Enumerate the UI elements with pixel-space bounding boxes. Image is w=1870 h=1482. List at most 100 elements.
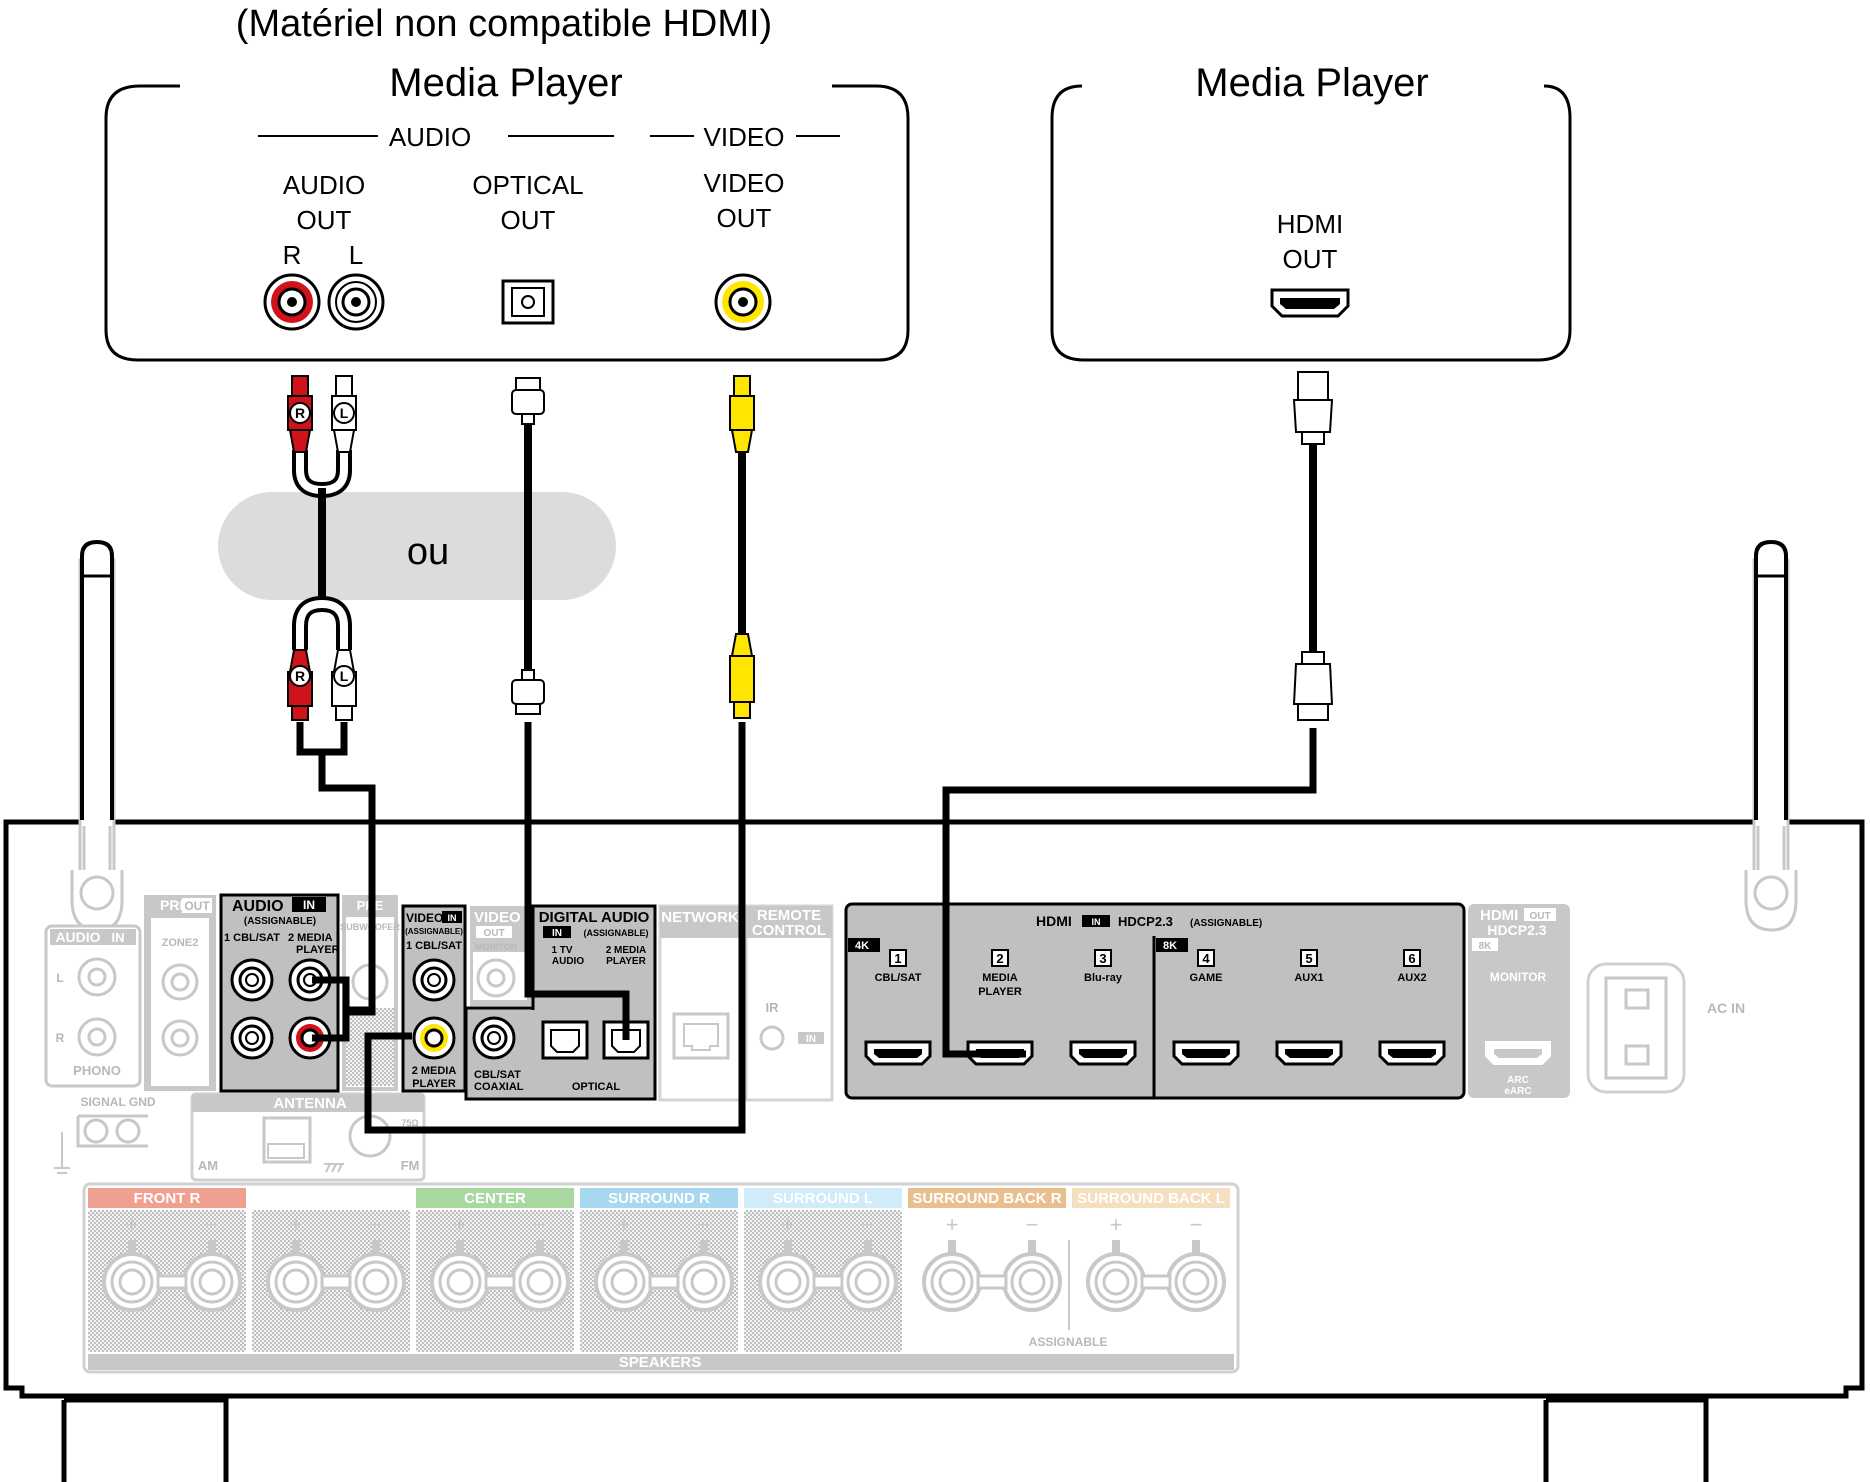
speaker-group: FRONT L+− — [252, 1188, 410, 1352]
svg-text:VIDEO: VIDEO — [406, 911, 443, 925]
optical-out-jack — [501, 279, 555, 325]
network-panel: NETWORK — [658, 904, 742, 1102]
svg-text:SPEAKERS: SPEAKERS — [619, 1354, 702, 1371]
hdmi-out-jack — [1270, 288, 1350, 318]
source-a-note: (Matériel non compatible HDMI) — [236, 3, 772, 45]
svg-text:IN: IN — [806, 1034, 816, 1045]
hdmi-in-port-4: 4 GAME — [1172, 949, 1240, 1066]
speaker-terminal-bridge — [812, 1274, 844, 1290]
coaxial-in-jack — [472, 1016, 516, 1060]
svg-text:SIGNAL GND: SIGNAL GND — [80, 1095, 155, 1109]
speaker-terminal-ring — [446, 1268, 474, 1296]
svg-text:MEDIA: MEDIA — [982, 972, 1018, 984]
hdmi-in-port-3: 3 Blu-ray — [1069, 949, 1137, 1066]
svg-text:PHONO: PHONO — [73, 1063, 121, 1078]
svg-text:8K: 8K — [1479, 941, 1493, 952]
svg-text:FM: FM — [401, 1158, 420, 1173]
speaker-terminal-ring — [774, 1268, 802, 1296]
hdmi-in-panel: HDMI IN HDCP2.3 (ASSIGNABLE) 4K 8K 1 CBL… — [844, 902, 1466, 1100]
svg-text:5: 5 — [1305, 951, 1312, 966]
speaker-minus-sign: − — [862, 1212, 875, 1237]
svg-text:(ASSIGNABLE): (ASSIGNABLE) — [405, 927, 463, 936]
audio-in-cbl-l-jack — [230, 958, 274, 1002]
svg-text:PLAYER: PLAYER — [606, 956, 646, 967]
svg-text:AUX1: AUX1 — [1294, 972, 1323, 984]
svg-text:R: R — [295, 405, 305, 421]
source-a-device: Media Player AUDIO VIDEO AUDIO OUT R L O… — [104, 61, 910, 362]
svg-text:2 MEDIA: 2 MEDIA — [606, 945, 647, 956]
svg-text:CONTROL: CONTROL — [752, 922, 826, 939]
source-b-title: Media Player — [1195, 61, 1428, 105]
remote-control-panel: REMOTE CONTROL IR IN — [744, 904, 834, 1102]
svg-text:4: 4 — [1202, 951, 1210, 966]
svg-text:COAXIAL: COAXIAL — [474, 1081, 524, 1093]
speaker-minus-sign: − — [534, 1212, 547, 1237]
svg-text:OUT: OUT — [184, 899, 210, 913]
optical-cable — [511, 377, 630, 1040]
svg-text:IN: IN — [552, 928, 562, 939]
svg-text:AC IN: AC IN — [1707, 1000, 1745, 1016]
speaker-plus-sign: + — [290, 1212, 303, 1237]
rca-plug-r-bottom: R — [287, 649, 313, 721]
audio-out-label-2: OUT — [297, 205, 352, 235]
svg-text:ZONE2: ZONE2 — [162, 937, 199, 949]
svg-text:REMOTE: REMOTE — [757, 907, 821, 924]
speaker-plus-sign: + — [1110, 1212, 1123, 1237]
speaker-plus-sign: + — [618, 1212, 631, 1237]
composite-video-cable — [364, 375, 755, 1134]
video-out-label: VIDEO — [704, 168, 785, 198]
svg-text:HDMI: HDMI — [1480, 907, 1518, 924]
svg-text:8K: 8K — [1163, 940, 1177, 952]
svg-text:(ASSIGNABLE): (ASSIGNABLE) — [244, 916, 316, 927]
channel-l-label: L — [349, 240, 363, 270]
speaker-group-label: FRONT R — [134, 1190, 201, 1207]
alternative-label: ou — [407, 531, 449, 573]
speaker-group-header — [1072, 1188, 1230, 1208]
svg-text:NETWORK: NETWORK — [661, 909, 739, 926]
svg-text:ANTENNA: ANTENNA — [273, 1095, 346, 1112]
speaker-terminal-bridge — [1140, 1274, 1172, 1290]
phono-panel: AUDIO IN L R PHONO SIGNAL GND — [44, 924, 156, 1174]
svg-text:HDCP2.3: HDCP2.3 — [1118, 914, 1173, 929]
svg-text:L: L — [340, 405, 349, 421]
channel-r-label: R — [283, 240, 302, 270]
speaker-terminal-bridge — [320, 1274, 352, 1290]
hdmi-in-port-6: 6 AUX2 — [1378, 949, 1446, 1066]
speaker-group-label: SURROUND BACK L — [1077, 1190, 1225, 1207]
svg-text:2: 2 — [996, 951, 1003, 966]
svg-text:MONITOR: MONITOR — [475, 942, 518, 952]
speaker-group-header — [908, 1188, 1066, 1208]
hdmi-in-port-5: 5 AUX1 — [1275, 949, 1343, 1066]
source-b-device: Media Player HDMI OUT — [1050, 61, 1572, 362]
svg-text:ASSIGNABLE: ASSIGNABLE — [1029, 1335, 1108, 1349]
svg-text:R: R — [295, 668, 305, 684]
hdmi-out-label: HDMI — [1277, 209, 1343, 239]
audio-in-media-player-r-jack — [288, 1016, 332, 1060]
optical-in-tv-jack — [541, 1020, 589, 1060]
audio-in-cbl-r-jack — [230, 1016, 274, 1060]
svg-text:OUT: OUT — [1529, 911, 1550, 922]
svg-text:AUX2: AUX2 — [1397, 972, 1426, 984]
speaker-minus-sign: − — [698, 1212, 711, 1237]
svg-text:L: L — [340, 668, 349, 684]
svg-text:AUDIO: AUDIO — [232, 898, 284, 915]
video-out-jack — [714, 273, 772, 331]
svg-text:CBL/SAT: CBL/SAT — [875, 972, 922, 984]
speaker-terminal-ring — [1182, 1268, 1210, 1296]
svg-text:2 MEDIA: 2 MEDIA — [288, 932, 333, 944]
speaker-terminal-bridge — [484, 1274, 516, 1290]
video-out-label-2: OUT — [717, 203, 772, 233]
audio-out-l-jack — [327, 273, 385, 331]
audio-in-media-player-l-jack — [288, 958, 332, 1002]
speaker-terminal-ring — [1102, 1268, 1130, 1296]
alternative-bubble — [218, 492, 616, 600]
speaker-group: CENTER+− — [416, 1188, 574, 1352]
optical-out-label-2: OUT — [501, 205, 556, 235]
svg-text:ARC: ARC — [1507, 1075, 1529, 1086]
speaker-terminal-ring — [1018, 1268, 1046, 1296]
rca-plug-r-top: R — [287, 375, 313, 453]
speaker-terminal-bridge — [648, 1274, 680, 1290]
svg-text:1: 1 — [894, 951, 901, 966]
speaker-group: SURROUND BACK R+− — [908, 1188, 1066, 1312]
svg-text:PLAYER: PLAYER — [978, 986, 1022, 998]
